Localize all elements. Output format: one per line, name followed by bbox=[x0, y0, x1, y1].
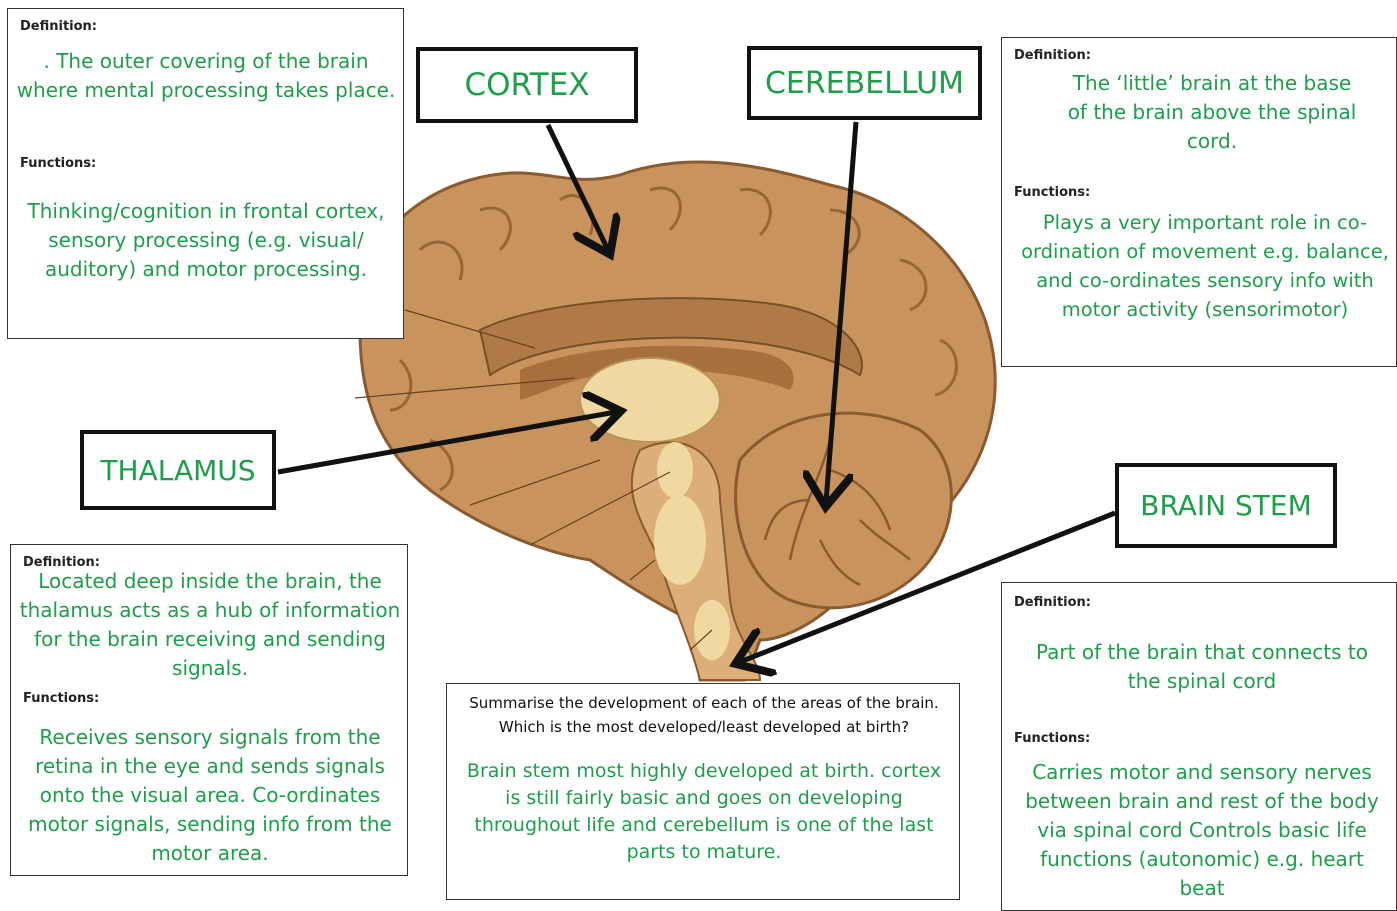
cerebellum-label-text: CEREBELLUM bbox=[765, 66, 964, 101]
brainstem-info-box: Definition: Part of the brain that conne… bbox=[1001, 582, 1397, 911]
cortex-definition: . The outer covering of the brain where … bbox=[16, 47, 396, 105]
cerebellum-definition-label: Definition: bbox=[1014, 48, 1091, 63]
brain-stem-label-text: BRAIN STEM bbox=[1140, 489, 1312, 522]
thalamus-functions-label: Functions: bbox=[23, 691, 99, 706]
brainstem-functions: Carries motor and sensory nerves between… bbox=[1016, 758, 1388, 903]
brainstem-definition: Part of the brain that connects to the s… bbox=[1032, 638, 1372, 696]
cortex-definition-label: Definition: bbox=[20, 19, 97, 34]
brainstem-definition-label: Definition: bbox=[1014, 595, 1091, 610]
thalamus-label-text: THALAMUS bbox=[100, 454, 255, 487]
cortex-functions-label: Functions: bbox=[20, 156, 96, 171]
summary-answer: Brain stem most highly developed at birt… bbox=[461, 758, 947, 866]
thalamus-info-box: Definition: Located deep inside the brai… bbox=[10, 544, 408, 876]
cortex-functions: Thinking/cognition in frontal cortex, se… bbox=[16, 197, 396, 284]
brain-stem-label: BRAIN STEM bbox=[1115, 463, 1337, 548]
brainstem-functions-label: Functions: bbox=[1014, 731, 1090, 746]
thalamus-label: THALAMUS bbox=[80, 430, 276, 510]
cerebellum-info-box: Definition: The ‘little’ brain at the ba… bbox=[1001, 37, 1397, 367]
summary-box: Summarise the development of each of the… bbox=[446, 683, 960, 900]
thalamus-functions: Receives sensory signals from the retina… bbox=[15, 723, 405, 868]
summary-question: Summarise the development of each of the… bbox=[457, 691, 951, 739]
cerebellum-definition: The ‘little’ brain at the base of the br… bbox=[1062, 69, 1362, 156]
cortex-label: CORTEX bbox=[416, 47, 638, 123]
cerebellum-label: CEREBELLUM bbox=[747, 46, 982, 120]
cortex-label-text: CORTEX bbox=[464, 67, 589, 103]
cortex-info-box: Definition: . The outer covering of the … bbox=[7, 8, 404, 339]
cerebellum-functions: Plays a very important role in co-ordina… bbox=[1014, 208, 1396, 324]
thalamus-definition: Located deep inside the brain, the thala… bbox=[15, 567, 405, 683]
cerebellum-functions-label: Functions: bbox=[1014, 185, 1090, 200]
